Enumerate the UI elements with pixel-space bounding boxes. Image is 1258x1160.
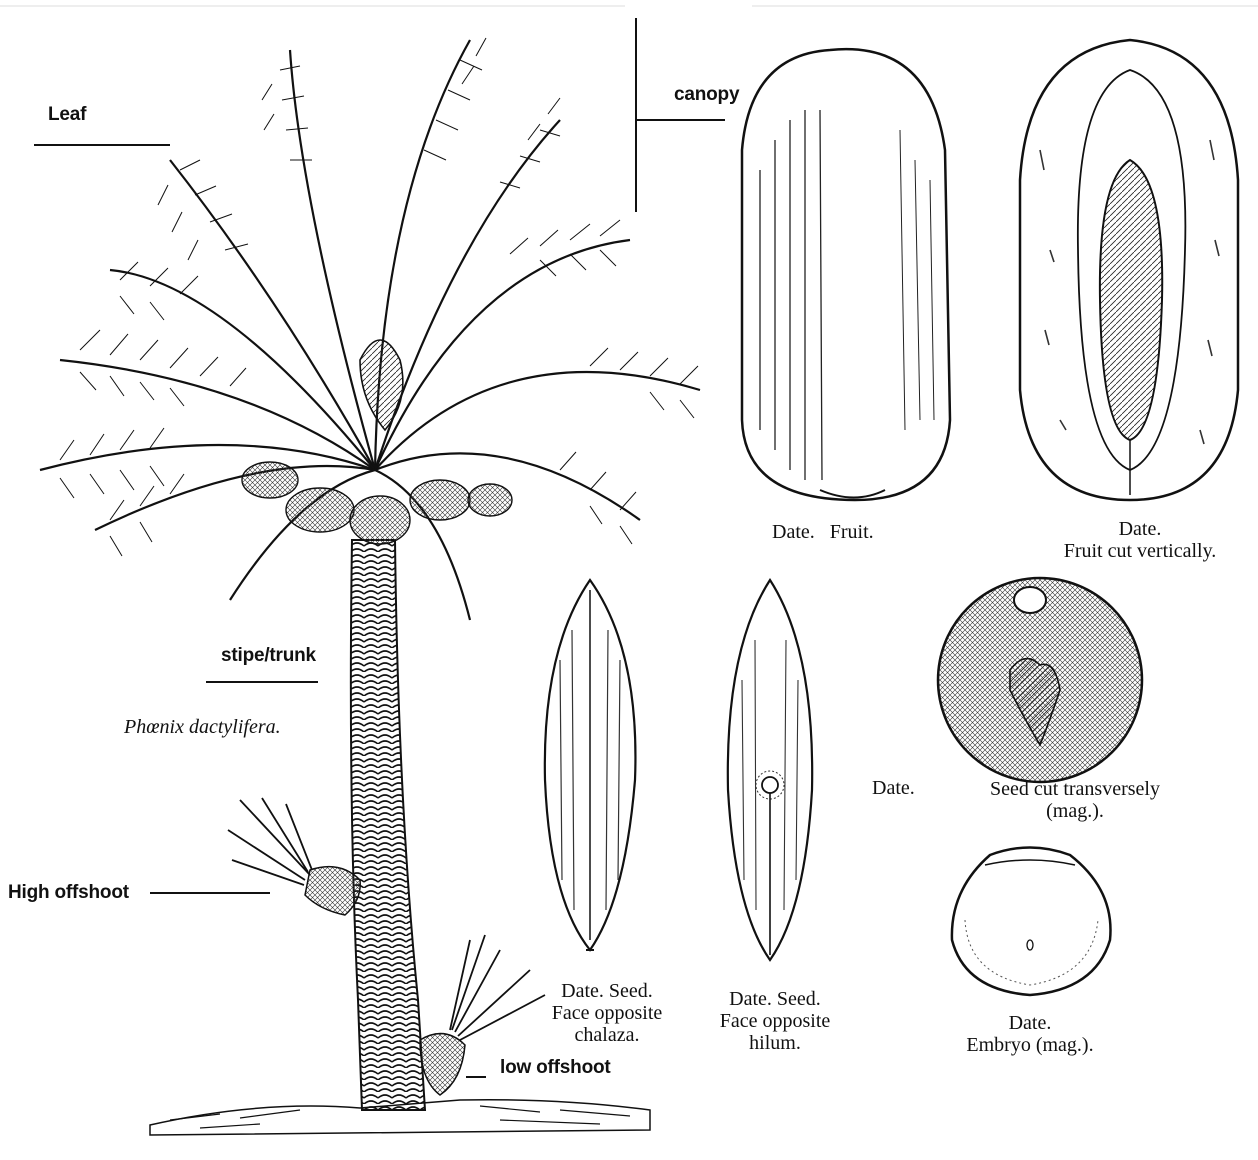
caption-fruit-cut-line1: Date. [1030, 518, 1250, 540]
caption-embryo-line1: Date. [935, 1012, 1125, 1034]
embryo-drawing [952, 848, 1111, 996]
high-offshoot-label: High offshoot [8, 882, 129, 904]
caption-seed-chalaza-line3: chalaza. [532, 1024, 682, 1046]
frond-leaflets [60, 38, 698, 556]
caption-seed-chalaza: Date. Seed. Face opposite chalaza. [532, 980, 682, 1046]
canopy-label: canopy [674, 84, 739, 106]
caption-embryo-line2: Embryo (mag.). [935, 1034, 1125, 1056]
seed-chalaza-drawing [545, 580, 636, 950]
caption-seed-hilum-line1: Date. Seed. [700, 988, 850, 1010]
caption-seed-hilum: Date. Seed. Face opposite hilum. [700, 988, 850, 1054]
caption-seed-transverse-line1: Seed cut transversely [955, 778, 1195, 800]
caption-seed-hilum-line3: hilum. [700, 1032, 850, 1054]
seed-transverse-drawing [938, 578, 1142, 782]
caption-seed-chalaza-line1: Date. Seed. [532, 980, 682, 1002]
caption-fruit-cut: Date. Fruit cut vertically. [1030, 518, 1250, 562]
species-name: Phœnix dactylifera. [124, 716, 281, 739]
caption-fruit-a: Date. [772, 521, 815, 543]
caption-fruit-cut-line2: Fruit cut vertically. [1030, 540, 1250, 562]
date-clusters [242, 340, 512, 544]
high-offshoot-drawing [228, 798, 360, 915]
caption-seed-chalaza-line2: Face opposite [532, 1002, 682, 1024]
leaf-label: Leaf [48, 104, 86, 126]
caption-fruit: Date. Fruit. [772, 521, 874, 543]
seed-hilum-drawing [728, 580, 812, 960]
palm-trunk [351, 540, 425, 1110]
fruit-cut-drawing [1020, 40, 1238, 500]
caption-seed-transverse: Seed cut transversely (mag.). [955, 778, 1195, 822]
caption-embryo: Date. Embryo (mag.). [935, 1012, 1125, 1056]
stipe-trunk-label: stipe/trunk [221, 645, 316, 667]
low-offshoot-label: low offshoot [500, 1057, 611, 1079]
caption-fruit-b: Fruit. [830, 521, 874, 543]
fruit-drawing [742, 49, 950, 500]
caption-seed-transverse-line2: (mag.). [955, 800, 1195, 822]
caption-seed-hilum-line2: Face opposite [700, 1010, 850, 1032]
caption-seed-transverse-date: Date. [872, 777, 915, 799]
